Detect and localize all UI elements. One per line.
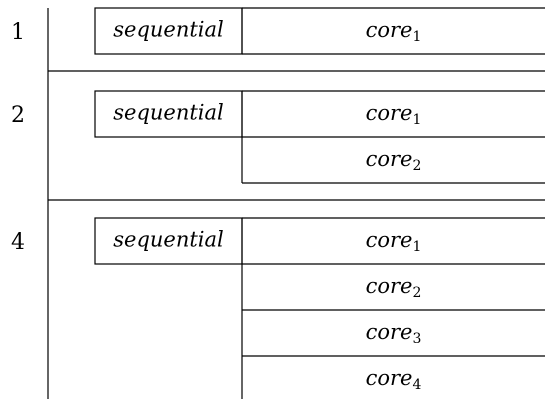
- core-label-subscript: 3: [412, 331, 421, 347]
- core-label-subscript: 1: [412, 29, 421, 45]
- sequential-label: sequential: [113, 18, 224, 42]
- core-label-3: core3: [366, 320, 422, 348]
- sequential-label: sequential: [113, 228, 224, 252]
- core-label-subscript: 2: [412, 158, 421, 174]
- core-label-base: core: [366, 101, 413, 125]
- group-label: 2: [11, 103, 25, 128]
- core-label-2: core2: [366, 274, 422, 302]
- core-label-base: core: [366, 147, 413, 171]
- core-label-1: core1: [366, 101, 422, 129]
- core-label-base: core: [366, 366, 413, 390]
- sequential-label: sequential: [113, 101, 224, 125]
- core-label-1: core1: [366, 228, 422, 256]
- core-label-base: core: [366, 274, 413, 298]
- core-label-4: core4: [366, 366, 422, 394]
- core-label-base: core: [366, 320, 413, 344]
- core-label-base: core: [366, 228, 413, 252]
- core-label-2: core2: [366, 147, 422, 175]
- core-label-subscript: 1: [412, 112, 421, 128]
- core-label-subscript: 2: [412, 285, 421, 301]
- core-label-base: core: [366, 18, 413, 42]
- group-label: 1: [11, 20, 25, 45]
- core-label-1: core1: [366, 18, 422, 46]
- core-label-subscript: 1: [412, 239, 421, 255]
- core-label-subscript: 4: [412, 377, 421, 393]
- group-label: 4: [11, 230, 25, 255]
